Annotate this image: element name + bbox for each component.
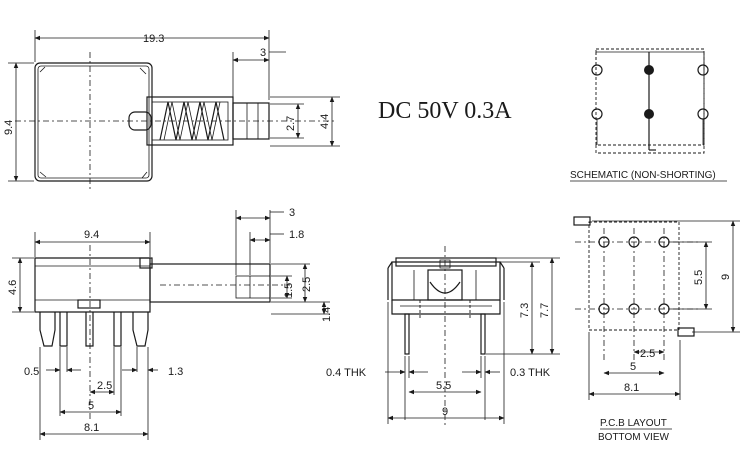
side-stem-offset-dim: 3 [289,207,295,219]
pcb-overall-dim: 8.1 [624,382,639,394]
schematic-terminal-icon [697,64,709,76]
top-view: 19.3 9.4 3 2.7 4.4 [3,30,340,190]
pcb-hole-icon [598,303,610,315]
pcb-hole-icon [658,236,670,248]
pcb-row-pitch-dim: 5.5 [693,270,705,285]
side-pin-b-dim: 2.5 [97,380,112,392]
rating-label: DC 50V 0.3A [378,98,512,124]
schematic-terminal-icon [697,108,709,120]
pcb-span-dim: 5 [630,361,636,373]
side-pin-span-dim: 5 [88,400,94,412]
front-h2-dim: 7.7 [539,303,551,318]
top-height-dim: 9.4 [3,120,15,135]
side-stem-step-dim: 1.8 [289,229,304,241]
side-height-dim: 4.6 [7,280,19,295]
top-stem-offset-dim: 3 [260,47,266,59]
front-width-dim: 9 [442,406,448,418]
pcb-col-pitch-dim: 2.5 [640,348,655,360]
side-overall-dim: 8.1 [84,422,99,434]
pcb-height-dim: 9 [720,274,732,280]
pcb-hole-icon [658,303,670,315]
pcb-layout: 9 5.5 2.5 5 8.1 P.C.B LAYOUT BOTTOM VIEW [573,216,740,443]
side-stem-h2-dim: 2.5 [301,277,313,292]
top-stem-height-dim: 4.4 [319,114,331,129]
top-stem-dia-dim: 2.7 [285,116,297,131]
front-thk-left-dim: 0.4 THK [326,367,367,379]
front-h1-dim: 7.3 [519,303,531,318]
schematic-terminal-icon [591,64,603,76]
pcb-caption-line1: P.C.B LAYOUT [600,418,667,429]
top-length-dim: 19.3 [143,33,164,45]
schematic-caption: SCHEMATIC (NON-SHORTING) [570,170,716,181]
side-stem-base-dim: 1.4 [321,307,333,322]
side-view: 9.4 4.6 3 1.8 1.5 2.5 1.4 [7,207,333,440]
side-pin-c-dim: 1.3 [168,366,183,378]
pcb-hole-icon [598,236,610,248]
schematic: SCHEMATIC (NON-SHORTING) [570,48,727,182]
pcb-caption-line2: BOTTOM VIEW [598,432,669,443]
front-pin-span-dim: 5.5 [436,380,451,392]
side-stem-h1-dim: 1.5 [283,283,295,298]
side-pin-a-dim: 0.5 [24,366,39,378]
front-view: 7.3 7.7 0.4 THK 0.3 THK 5.5 9 [326,246,560,425]
front-thk-right-dim: 0.3 THK [510,367,551,379]
side-width-dim: 9.4 [84,229,99,241]
pcb-hole-icon [628,236,640,248]
pcb-hole-icon [628,303,640,315]
